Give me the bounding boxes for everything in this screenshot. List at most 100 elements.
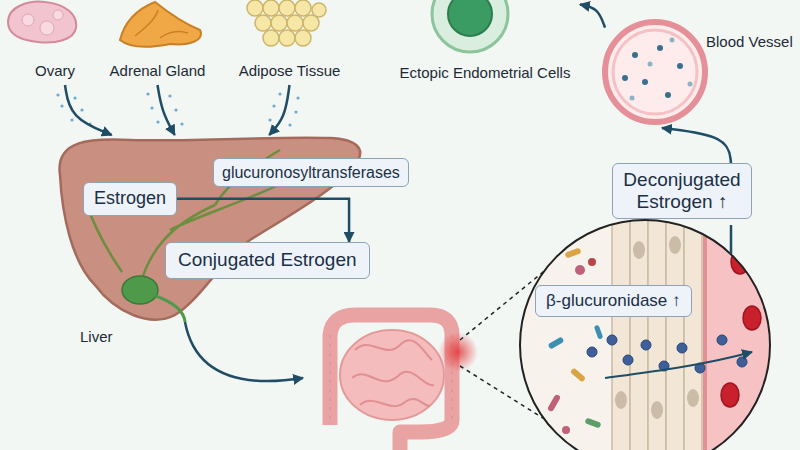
- zoom-detail: [515, 212, 777, 450]
- box-text: Estrogen: [94, 188, 166, 210]
- capillary-wall: [703, 212, 707, 450]
- adrenal-texture: [135, 10, 188, 38]
- adrenal-shape: [120, 2, 201, 47]
- vessel-figure: Blood Vessel: [605, 10, 795, 128]
- nucleus: [633, 241, 645, 259]
- dot: [60, 104, 63, 107]
- estrogen-molecules: [587, 335, 747, 373]
- box-text: Conjugated Estrogen: [178, 249, 357, 272]
- epithelial-cell: [684, 212, 702, 450]
- molecule: [641, 340, 651, 350]
- fat-cell: [279, 30, 295, 46]
- absorption-arrow: [605, 352, 752, 378]
- bacterium: [588, 258, 596, 266]
- organ-figure: Adipose Tissue: [232, 0, 347, 85]
- dot: [296, 96, 299, 99]
- bacterium: [594, 325, 603, 340]
- epithelial-cell: [648, 212, 666, 450]
- bacteria: [547, 247, 603, 434]
- dot: [642, 79, 648, 85]
- small-intestine: [340, 330, 444, 420]
- dot: [73, 96, 76, 99]
- molecule: [717, 335, 727, 345]
- dot: [688, 82, 693, 87]
- fat-cell: [255, 15, 271, 31]
- dot: [632, 52, 638, 58]
- fat-cell: [247, 0, 263, 16]
- dot: [150, 106, 153, 109]
- node-label: Blood Vessel: [706, 33, 793, 50]
- adipose-figure: [247, 0, 326, 46]
- haustra: [330, 335, 452, 425]
- follicle: [53, 10, 63, 20]
- vessel-dots: [630, 38, 693, 101]
- follicle: [40, 21, 54, 35]
- dot: [665, 92, 671, 98]
- large-intestine: [330, 315, 452, 450]
- follicle: [22, 14, 34, 26]
- nucleus: [687, 389, 699, 407]
- organ-figure: Adrenal Gland: [100, 0, 215, 85]
- fat-cell: [295, 30, 311, 46]
- organ-region: LiverEstrogenglucuronosyltransferasesCon…: [55, 135, 370, 350]
- molecule: [607, 335, 617, 345]
- red-cell: [743, 306, 761, 330]
- arrow-connector: [158, 85, 175, 135]
- dot: [174, 108, 177, 111]
- red-cells: [721, 250, 765, 450]
- dot: [648, 62, 653, 67]
- adrenal-figure: [120, 2, 201, 47]
- dot: [622, 75, 628, 81]
- enzyme-box: β-glucuronidase ↑: [535, 285, 692, 317]
- epithelial-cell: [666, 212, 684, 450]
- nucleus: [615, 391, 627, 409]
- bacterium: [575, 265, 585, 275]
- cell-figure: Ectopic Endometrial Cells: [390, 0, 580, 88]
- inflamed-spot: [438, 332, 478, 372]
- dot: [70, 118, 73, 121]
- molecule: [677, 343, 687, 353]
- dot: [180, 122, 183, 125]
- flow-line: [730, 225, 733, 254]
- vessel-dots: [622, 45, 683, 98]
- dot: [272, 104, 275, 107]
- dot: [677, 63, 683, 69]
- endometrial-cell-figure: [432, 0, 508, 52]
- bacterium: [570, 368, 586, 383]
- process-box: Estrogen: [83, 182, 177, 216]
- dot: [146, 92, 149, 95]
- node-label: Adrenal Gland: [110, 62, 206, 79]
- box-text: β-glucuronidase ↑: [546, 291, 681, 311]
- arrow-connector: [65, 85, 112, 135]
- ovary-figure: [8, 2, 76, 43]
- zoom-outline: [520, 220, 770, 450]
- fat-cell: [263, 0, 279, 16]
- fat-cell: [287, 15, 303, 31]
- dot: [56, 93, 59, 96]
- vessel-inner: [613, 30, 697, 114]
- intestine-figure: [330, 315, 478, 450]
- dot: [278, 92, 281, 95]
- fat-cell: [271, 15, 287, 31]
- ovary-shape: [8, 2, 76, 43]
- process-box: Deconjugated Estrogen ↑: [612, 163, 752, 219]
- epithelium: [612, 212, 702, 450]
- epithelial-cell: [630, 212, 648, 450]
- red-cell: [721, 383, 739, 407]
- dot: [288, 123, 291, 126]
- fat-cell: [263, 30, 279, 46]
- fat-cell: [303, 15, 319, 31]
- fat-cell: [295, 0, 311, 16]
- dot: [670, 38, 675, 43]
- organ-figure: Ovary: [5, 0, 105, 85]
- bile-duct: [156, 296, 185, 322]
- estrogen-spray: [56, 92, 299, 126]
- flow-arrow: [185, 322, 303, 381]
- box-text: Deconjugated Estrogen ↑: [619, 169, 745, 213]
- node-label: Ovary: [35, 62, 75, 79]
- dot: [268, 118, 271, 121]
- arrow-connector: [269, 85, 289, 135]
- epithelial-cell: [612, 212, 630, 450]
- dot: [294, 110, 297, 113]
